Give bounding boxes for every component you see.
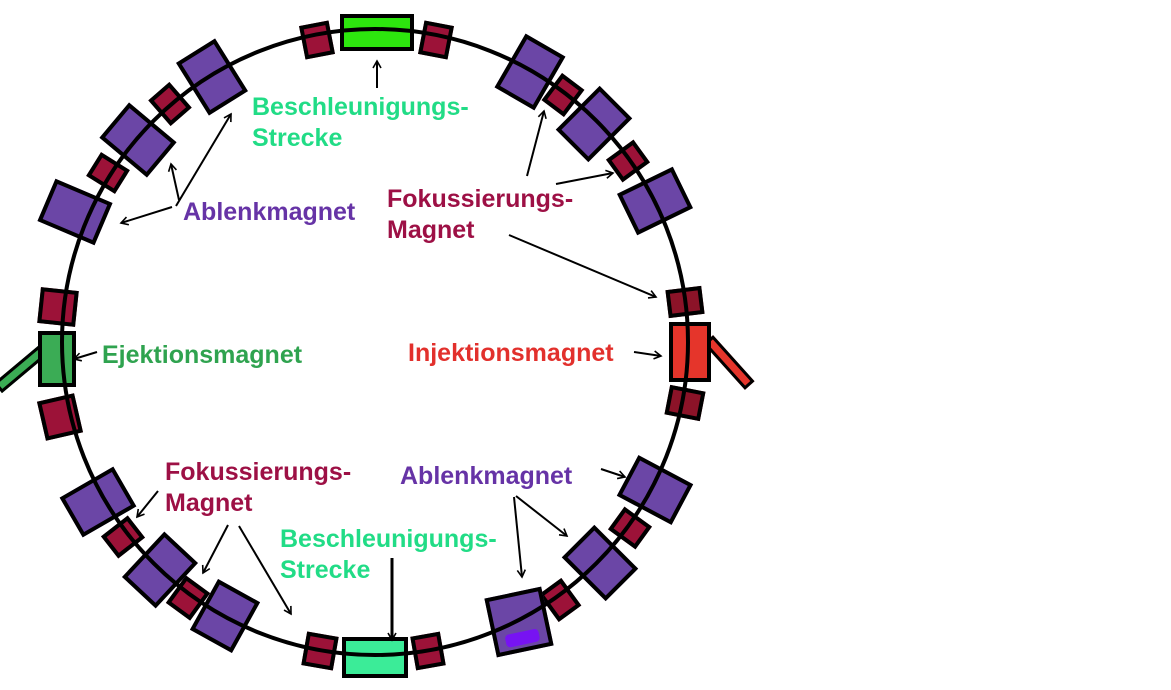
focus-magnet xyxy=(410,631,446,671)
injection-magnet xyxy=(669,322,711,382)
focus-magnet xyxy=(299,20,335,60)
focus-magnet xyxy=(608,506,652,550)
bend-magnet xyxy=(484,586,554,658)
focus-magnet xyxy=(301,631,339,671)
focus-magnet xyxy=(36,393,84,441)
focus-magnet xyxy=(37,287,79,327)
acceleration-section-bottom xyxy=(342,636,408,678)
focus-magnet xyxy=(418,20,454,60)
focus-magnet xyxy=(665,285,705,319)
focus-magnet xyxy=(606,139,650,183)
paint-patch xyxy=(504,628,541,649)
acceleration-section-top xyxy=(340,13,414,51)
focus-magnet xyxy=(664,384,706,422)
ejection-magnet xyxy=(38,331,76,387)
focus-magnet xyxy=(148,81,192,127)
bend-magnet xyxy=(37,178,113,246)
